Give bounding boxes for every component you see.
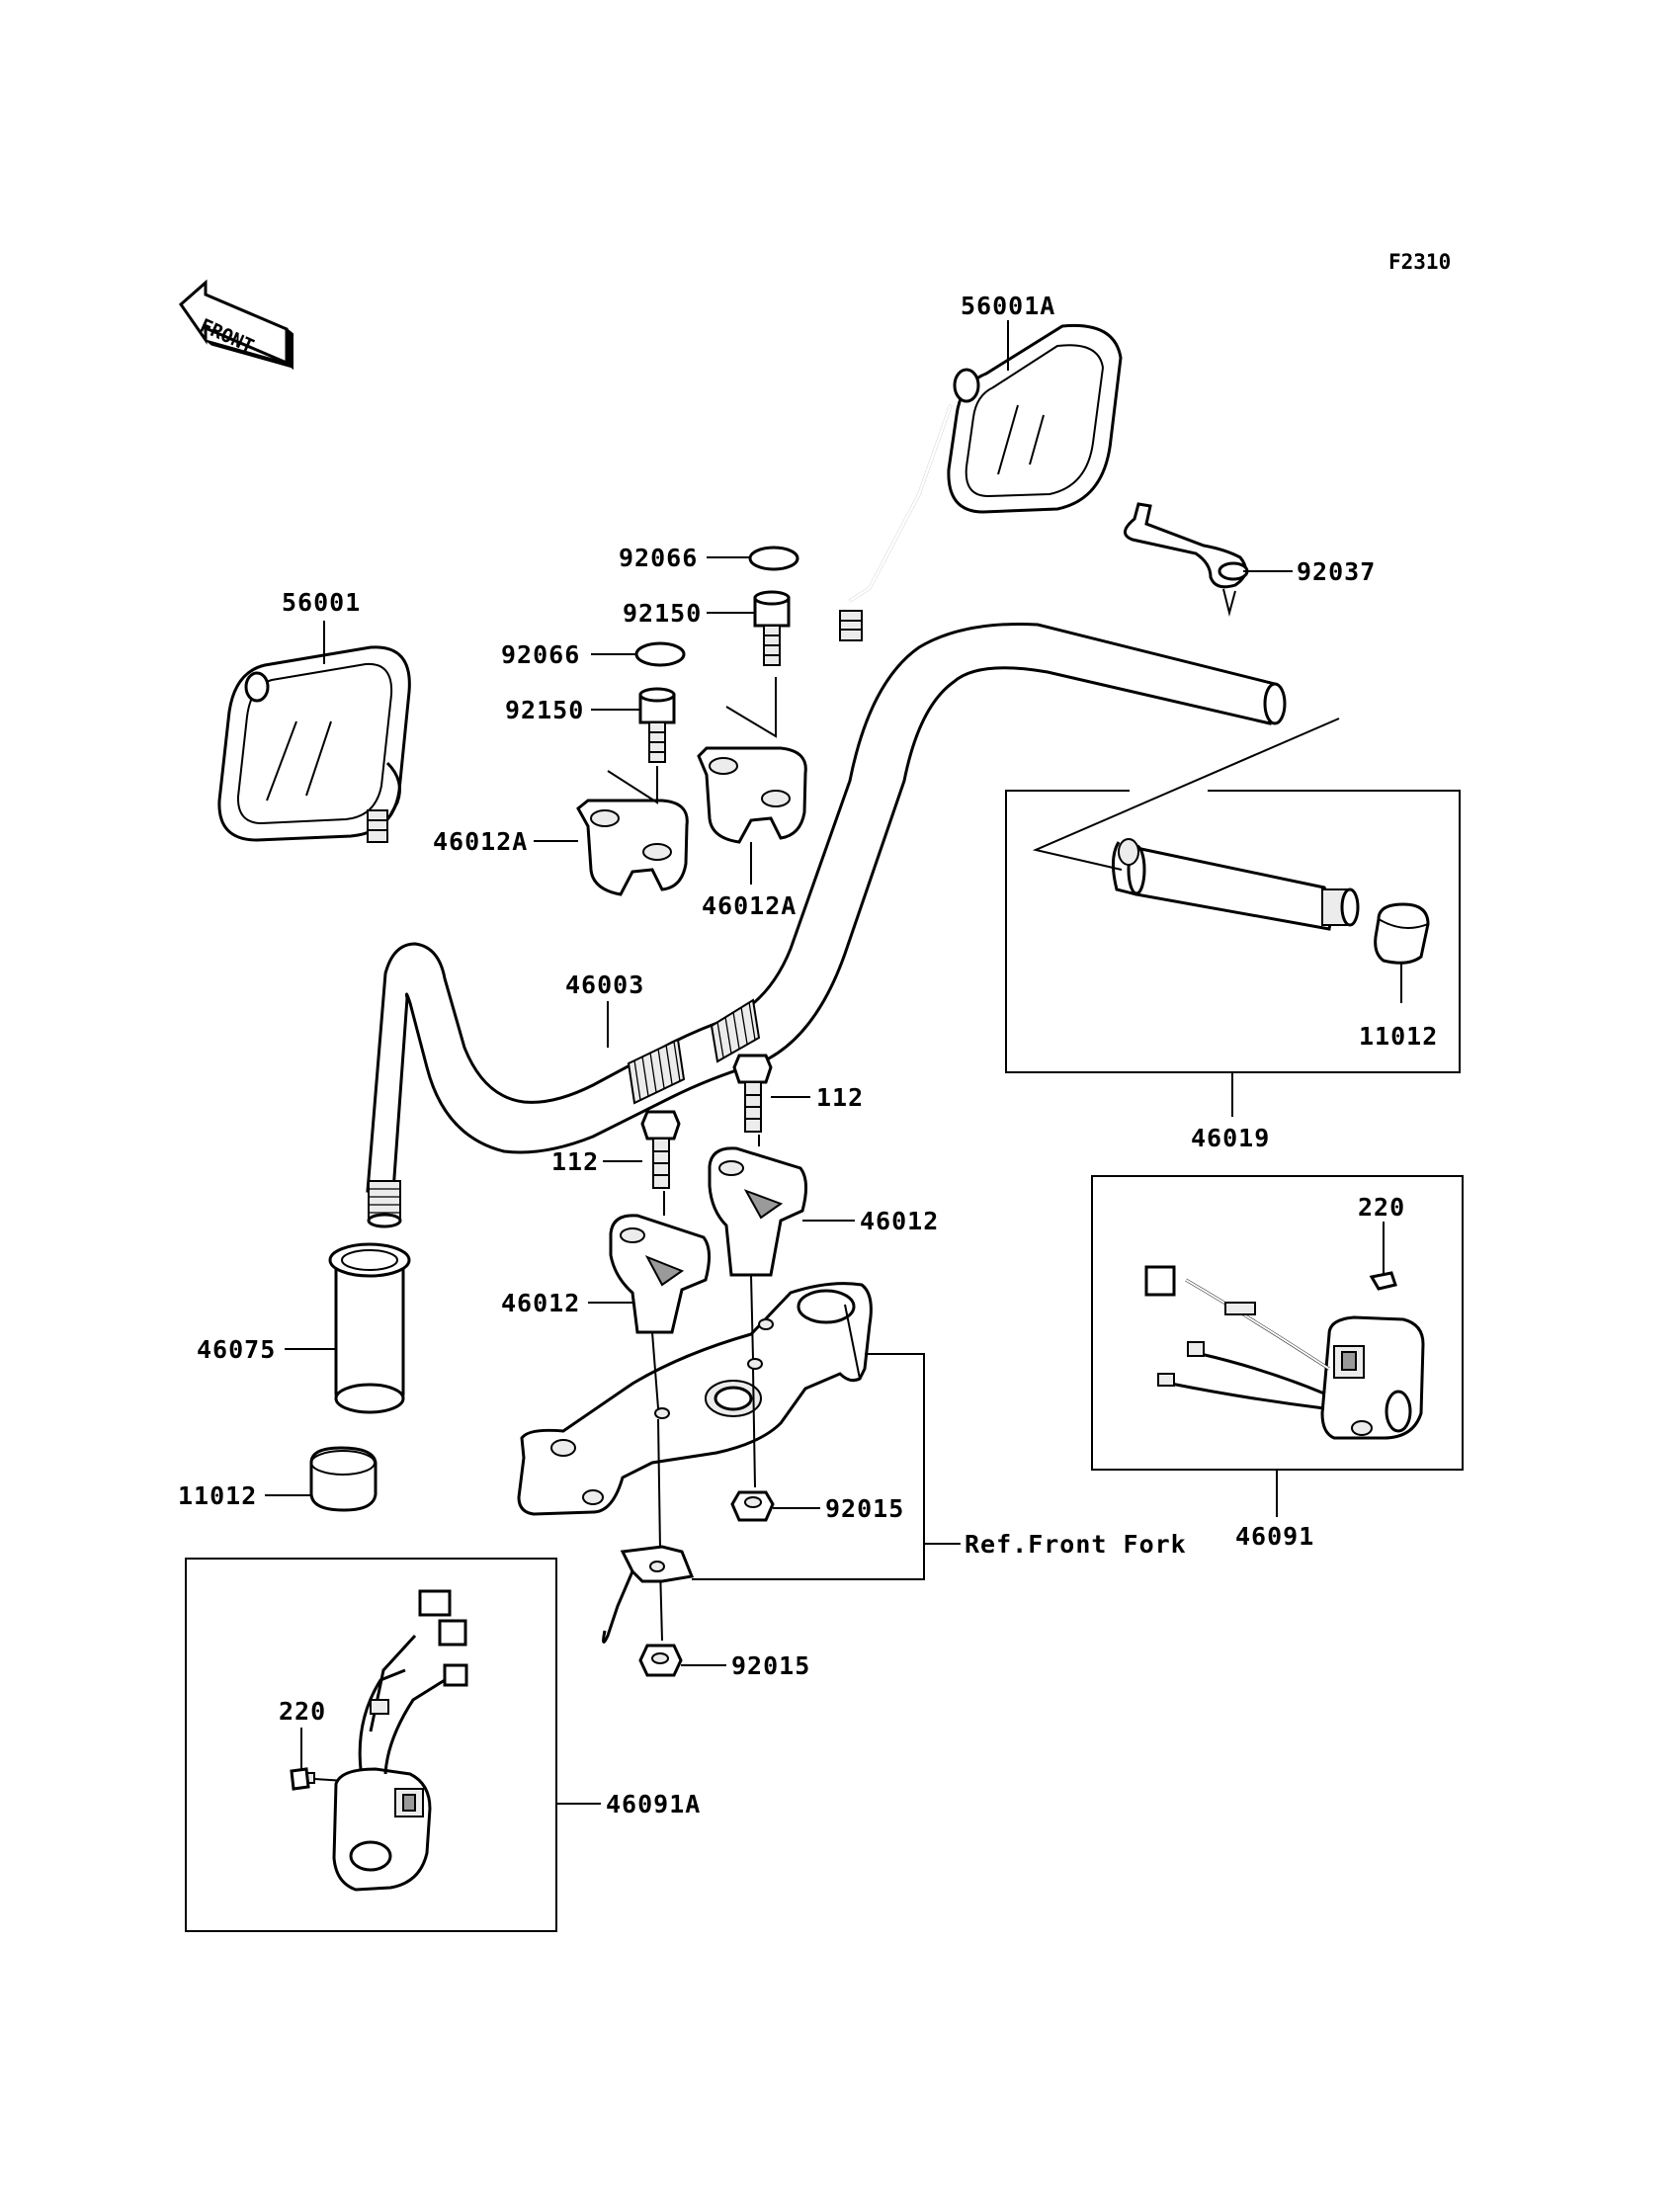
label-switch-left: 46091A (606, 1790, 701, 1818)
nut-lower (638, 1644, 683, 1677)
left-mirror (217, 645, 411, 843)
label-bolt-lower: 92150 (505, 696, 584, 724)
right-mirror (839, 323, 1123, 641)
label-bolt-112-left: 112 (551, 1147, 599, 1176)
label-cap-lower: 92066 (501, 640, 580, 669)
label-screw-right: 220 (1358, 1193, 1405, 1222)
end-cap (309, 1446, 378, 1512)
label-wrench: 92037 (1297, 557, 1376, 586)
cap-upper (748, 546, 799, 571)
holder-left (609, 1214, 711, 1334)
label-clamp-left: 46012A (433, 827, 528, 856)
holder-right (708, 1146, 807, 1277)
bolt-112-right (732, 1054, 773, 1133)
label-bolt-112-right: 112 (816, 1083, 864, 1112)
label-switch-right: 46091 (1235, 1522, 1314, 1551)
screw-right (1369, 1271, 1397, 1291)
label-holder-left: 46012 (501, 1289, 580, 1317)
throttle-grip (1112, 838, 1360, 931)
label-clamp-right: 46012A (702, 891, 797, 920)
clamp-right (697, 746, 807, 844)
bolt-upper (753, 590, 791, 666)
label-grip-inner-cap: 11012 (1359, 1022, 1438, 1051)
handlebar (366, 623, 1287, 1228)
label-cap-upper: 92066 (619, 544, 698, 572)
grip-inner-cap (1374, 902, 1430, 965)
label-mirror-left: 56001 (282, 588, 361, 617)
triple-clamp-ref (517, 1282, 873, 1516)
label-mirror-right: 56001A (961, 292, 1055, 320)
label-bolt-upper: 92150 (623, 599, 702, 628)
throttle-grip-box: 11012 (1005, 718, 1461, 1073)
left-switch-housing (332, 1589, 468, 1892)
front-arrow-icon: FRONT (179, 279, 294, 371)
label-screw-left: 220 (279, 1697, 326, 1726)
cap-lower (634, 641, 686, 667)
figure-code: F2310 (1388, 250, 1451, 274)
label-throttle-grip-assy: 46019 (1191, 1124, 1270, 1152)
left-switch-box: 220 (185, 1558, 557, 1932)
label-end-cap: 11012 (178, 1481, 257, 1510)
left-grip (328, 1242, 411, 1414)
bolt-112-left (640, 1110, 681, 1189)
label-left-grip: 46075 (197, 1335, 276, 1364)
screw-left (290, 1767, 315, 1791)
label-nut-lower: 92015 (731, 1651, 810, 1680)
nut-upper (730, 1490, 775, 1522)
clamp-left (576, 799, 689, 896)
wrench-tool (1124, 502, 1249, 617)
label-ref-front-fork: Ref.Front Fork (965, 1530, 1187, 1559)
right-switch-box: 220 (1091, 1175, 1464, 1471)
bolt-lower (638, 687, 676, 763)
right-switch-housing (1144, 1265, 1425, 1440)
label-handlebar: 46003 (565, 971, 644, 999)
label-nut-upper: 92015 (825, 1494, 904, 1523)
bracket (602, 1545, 695, 1644)
label-holder-right: 46012 (860, 1207, 939, 1235)
